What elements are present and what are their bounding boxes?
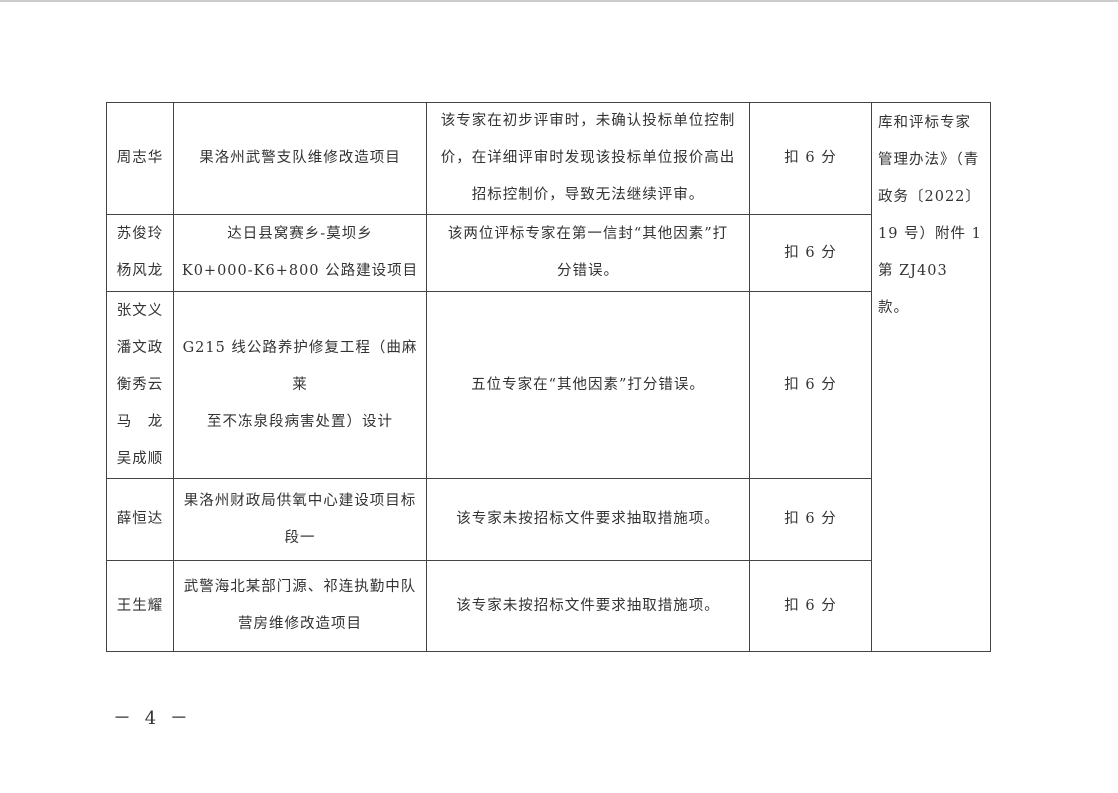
table-row: 苏俊玲 杨风龙 达日县窝赛乡-莫坝乡 K0+000-K6+800 公路建设项目 … — [106, 214, 991, 292]
issue-description: 该专家未按招标文件要求抽取措施项。 — [426, 560, 750, 652]
issue-line: 该专家在初步评审时，未确认投标单位控制 — [440, 113, 736, 129]
project-name: 武警海北某部门源、祁连执勤中队 营房维修改造项目 — [173, 560, 427, 652]
expert-name: 衡秀云 — [116, 376, 164, 393]
issue-line: 分错误。 — [557, 263, 619, 279]
basis-line: 管理办法》（青 — [878, 152, 980, 168]
project-name: 达日县窝赛乡-莫坝乡 K0+000-K6+800 公路建设项目 — [173, 214, 427, 292]
project-line: G215 线公路养护修复工程（曲麻莱 — [182, 339, 418, 393]
table-row: 张文义 潘文政 衡秀云 马 龙 吴成顺 G215 线公路养护修复工程（曲麻莱 至… — [106, 291, 991, 479]
expert-names: 张文义 潘文政 衡秀云 马 龙 吴成顺 — [106, 291, 174, 479]
project-line: 段一 — [284, 529, 316, 546]
expert-name: 薛恒达 — [116, 511, 164, 527]
expert-names: 王生耀 — [106, 560, 174, 652]
issue-description: 该专家未按招标文件要求抽取措施项。 — [426, 478, 750, 561]
issue-line: 该专家未按招标文件要求抽取措施项。 — [456, 597, 720, 614]
basis-line: 库和评标专家 — [878, 115, 971, 131]
expert-name: 苏俊玲 — [116, 226, 164, 242]
expert-penalty-table: 周志华 果洛州武警支队维修改造项目 该专家在初步评审时，未确认投标单位控制 价，… — [106, 102, 991, 652]
expert-name: 吴成顺 — [116, 450, 164, 467]
penalty: 扣 6 分 — [749, 291, 872, 479]
project-name: 果洛州武警支队维修改造项目 — [173, 102, 427, 215]
project-line: 果洛州财政局供氧中心建设项目标 — [183, 492, 417, 509]
project-line: K0+000-K6+800 公路建设项目 — [181, 263, 419, 279]
expert-name: 马 龙 — [116, 413, 164, 430]
page-number: － 4 － — [113, 708, 192, 729]
basis-line: 第 ZJ403 款。 — [878, 263, 948, 316]
issue-line: 招标控制价，导致无法继续评审。 — [471, 187, 705, 203]
penalty: 扣 6 分 — [749, 102, 872, 215]
basis-line: 19 号）附件 1 — [878, 226, 982, 242]
project-line: 武警海北某部门源、祁连执勤中队 — [183, 579, 417, 595]
issue-description: 该两位评标专家在第一信封“其他因素”打 分错误。 — [426, 214, 750, 292]
issue-line: 该专家未按招标文件要求抽取措施项。 — [456, 511, 720, 527]
expert-names: 苏俊玲 杨风龙 — [106, 214, 174, 292]
issue-description: 该专家在初步评审时，未确认投标单位控制 价，在详细评审时发现该投标单位报价高出 … — [426, 102, 750, 215]
project-line: 营房维修改造项目 — [238, 616, 362, 632]
project-line: 达日县窝赛乡-莫坝乡 — [227, 226, 373, 242]
expert-names: 周志华 — [106, 102, 174, 215]
project-line: 果洛州武警支队维修改造项目 — [199, 150, 401, 166]
scan-edge — [0, 0, 1118, 2]
expert-names: 薛恒达 — [106, 478, 174, 561]
project-name: G215 线公路养护修复工程（曲麻莱 至不冻泉段病害处置）设计 — [173, 291, 427, 479]
expert-name: 周志华 — [116, 150, 164, 166]
basis-line: 政务〔2022〕 — [878, 189, 981, 205]
issue-line: 五位专家在“其他因素”打分错误。 — [471, 376, 705, 393]
expert-name: 张文义 — [116, 302, 164, 319]
table-row: 王生耀 武警海北某部门源、祁连执勤中队 营房维修改造项目 该专家未按招标文件要求… — [106, 560, 991, 652]
expert-name: 王生耀 — [116, 597, 164, 614]
project-line: 至不冻泉段病害处置）设计 — [207, 413, 393, 430]
project-name: 果洛州财政局供氧中心建设项目标 段一 — [173, 478, 427, 561]
expert-name: 潘文政 — [116, 339, 164, 356]
table-row: 薛恒达 果洛州财政局供氧中心建设项目标 段一 该专家未按招标文件要求抽取措施项。… — [106, 478, 991, 561]
issue-line: 价，在详细评审时发现该投标单位报价高出 — [440, 150, 736, 166]
issue-description: 五位专家在“其他因素”打分错误。 — [426, 291, 750, 479]
table-row: 周志华 果洛州武警支队维修改造项目 该专家在初步评审时，未确认投标单位控制 价，… — [106, 102, 991, 652]
expert-name: 杨风龙 — [116, 263, 164, 279]
issue-line: 该两位评标专家在第一信封“其他因素”打 — [447, 226, 729, 242]
penalty: 扣 6 分 — [749, 478, 872, 561]
penalty: 扣 6 分 — [749, 214, 872, 292]
basis-text: 库和评标专家 管理办法》（青 政务〔2022〕 19 号）附件 1 第 ZJ40… — [871, 102, 991, 652]
penalty: 扣 6 分 — [749, 560, 872, 652]
